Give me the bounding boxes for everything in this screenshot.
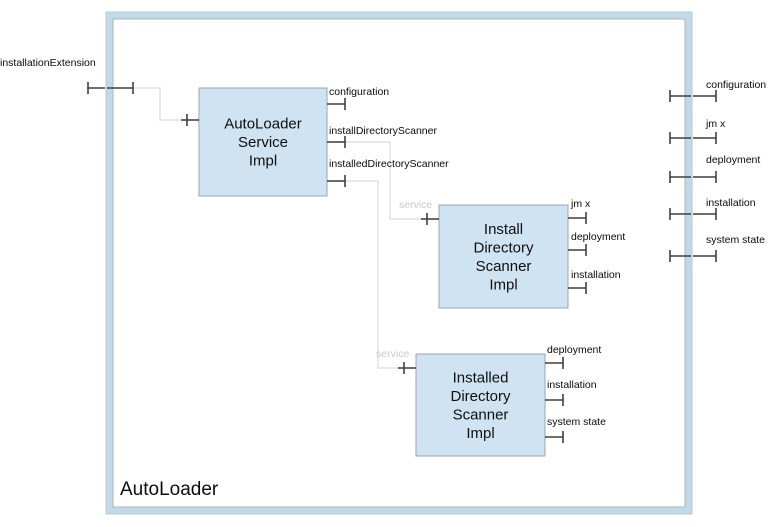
port-label-installedDirectoryScanner: installedDirectoryScanner [329,158,449,170]
connector-installedDirectoryScanner-to-installed-service [327,180,416,369]
port-left-service-install-directory-scanner-impl[interactable] [421,213,439,225]
port-right-installation-installed-directory-scanner-impl[interactable] [545,394,564,406]
port-label-installDirectoryScanner: installDirectoryScanner [329,125,437,137]
external-port-label-configuration: configuration [706,79,766,91]
ports-layer: configuration installDirectoryScanner inst… [0,57,766,443]
frame-title: AutoLoader [120,479,219,500]
component-name-line: Directory [473,239,534,256]
external-port-right-installation[interactable] [669,208,717,220]
external-port-label-installation: installation [706,197,756,209]
component-name-line: Impl [249,153,277,170]
component-name-line: Directory [450,388,511,405]
components-layer: AutoLoaderServiceImplInstallDirectorySca… [198,87,569,457]
port-label-deployment: deployment [571,231,625,243]
external-port-label-installationExtension: installationExtension [0,57,96,69]
port-left-in-autoloader-service-impl[interactable] [181,114,199,126]
connectors-layer [133,87,439,369]
external-port-right-deployment[interactable] [669,171,717,183]
port-label-jm x: jm x [570,198,591,210]
component-name-line: Scanner [453,406,509,423]
port-right-deployment-installed-directory-scanner-impl[interactable] [545,357,564,369]
port-right-jm x-install-directory-scanner-impl[interactable] [568,212,587,224]
port-label-service: service [376,348,409,360]
port-label-configuration: configuration [329,86,389,98]
component-name-line: Installed [453,369,509,386]
component-name-line: Install [484,221,523,238]
port-label-system state: system state [547,416,606,428]
port-label-installation: installation [547,379,597,391]
external-port-label-jm x: jm x [705,118,726,130]
connector-installDirectoryScanner-to-install-service [327,141,439,220]
component-box-install-directory-scanner-impl[interactable] [438,204,569,309]
external-port-right-jm x[interactable] [669,132,717,144]
component-name-line: Scanner [476,258,532,275]
external-port-right-system state[interactable] [669,250,717,262]
component-name-line: Service [238,134,288,151]
port-label-installation: installation [571,269,621,281]
port-right-installation-install-directory-scanner-impl[interactable] [568,282,587,294]
component-box-installed-directory-scanner-impl[interactable] [415,353,546,457]
external-port-label-system state: system state [706,234,765,246]
external-port-label-deployment: deployment [706,154,760,166]
port-right-installedDirectoryScanner-autoloader-service-impl[interactable] [327,175,346,187]
component-name-line: Impl [466,425,494,442]
external-port-right-configuration[interactable] [669,90,717,102]
port-right-system state-installed-directory-scanner-impl[interactable] [545,431,564,443]
port-label-deployment: deployment [547,344,601,356]
port-label-service: service [399,199,432,211]
port-left-service-installed-directory-scanner-impl[interactable] [398,362,416,374]
component-name-line: Impl [489,276,517,293]
port-right-installDirectoryScanner-autoloader-service-impl[interactable] [327,136,346,148]
external-port-left-installationExtension[interactable] [87,82,134,94]
component-name-line: AutoLoader [224,116,302,133]
port-right-deployment-install-directory-scanner-impl[interactable] [568,244,587,256]
connector-installationExtension-to-autoloader [133,87,199,121]
port-right-configuration-autoloader-service-impl[interactable] [327,98,346,110]
component-box-autoloader-service-impl[interactable] [198,87,328,197]
autoloader-frame[interactable] [105,11,693,515]
